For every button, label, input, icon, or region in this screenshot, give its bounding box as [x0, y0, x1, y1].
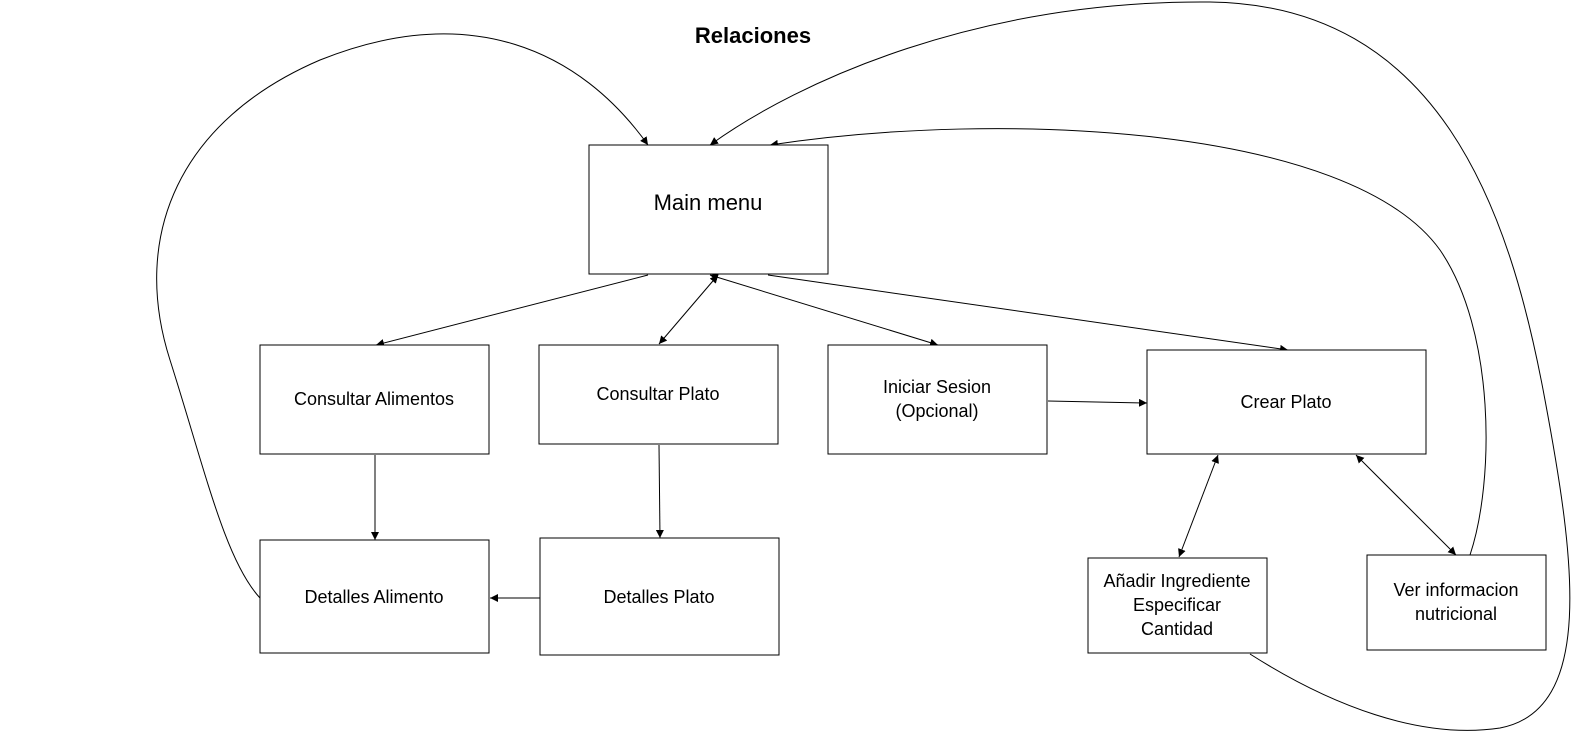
node-detalles-plato: Detalles Plato	[539, 537, 780, 656]
node-detalles-alimento-label: Detalles Alimento	[304, 587, 443, 607]
node-anadir-ingrediente-line-3: Cantidad	[1141, 619, 1213, 639]
node-iniciar-sesion: Iniciar Sesion (Opcional)	[827, 344, 1048, 455]
node-anadir-ingrediente-line-2: Especificar	[1133, 595, 1221, 615]
diagram-title: Relaciones	[695, 23, 811, 48]
node-ver-informacion: Ver informacion nutricional	[1366, 554, 1547, 651]
edge-detalles-alimento-to-main-menu	[156, 33, 649, 599]
node-consultar-plato-label: Consultar Plato	[596, 384, 719, 404]
edge-main-menu-iniciar-sesion	[709, 273, 939, 347]
node-ver-informacion-line-2: nutricional	[1415, 604, 1497, 624]
edge-crear-plato-anadir-ingrediente	[1178, 454, 1219, 558]
edges	[156, 1, 1571, 731]
node-anadir-ingrediente-line-1: Añadir Ingrediente	[1103, 571, 1250, 591]
edge-iniciar-sesion-to-crear-plato	[1047, 398, 1148, 407]
edge-main-menu-to-crear-plato	[767, 274, 1289, 353]
node-crear-plato-label: Crear Plato	[1240, 392, 1331, 412]
node-consultar-alimentos: Consultar Alimentos	[259, 344, 490, 455]
node-ver-informacion-line-1: Ver informacion	[1393, 580, 1518, 600]
node-detalles-plato-label: Detalles Plato	[603, 587, 714, 607]
edge-ver-informacion-to-main-menu	[769, 128, 1487, 556]
node-iniciar-sesion-line-1: Iniciar Sesion	[883, 377, 991, 397]
node-main-menu: Main menu	[588, 144, 829, 275]
node-anadir-ingrediente: Añadir Ingrediente Especificar Cantidad	[1087, 557, 1268, 654]
node-crear-plato: Crear Plato	[1146, 349, 1427, 455]
node-consultar-alimentos-label: Consultar Alimentos	[294, 389, 454, 409]
edge-anadir-ingrediente-to-main-menu	[709, 1, 1571, 731]
edge-crear-plato-ver-informacion	[1355, 454, 1457, 556]
edge-main-menu-to-consultar-alimentos	[375, 274, 649, 347]
node-main-menu-label: Main menu	[654, 190, 763, 215]
edge-main-menu-consultar-plato	[658, 274, 719, 345]
node-detalles-alimento: Detalles Alimento	[259, 539, 490, 654]
node-iniciar-sesion-line-2: (Opcional)	[895, 401, 978, 421]
edge-consultar-plato-to-detalles-plato	[655, 444, 664, 539]
node-consultar-plato: Consultar Plato	[538, 344, 779, 445]
